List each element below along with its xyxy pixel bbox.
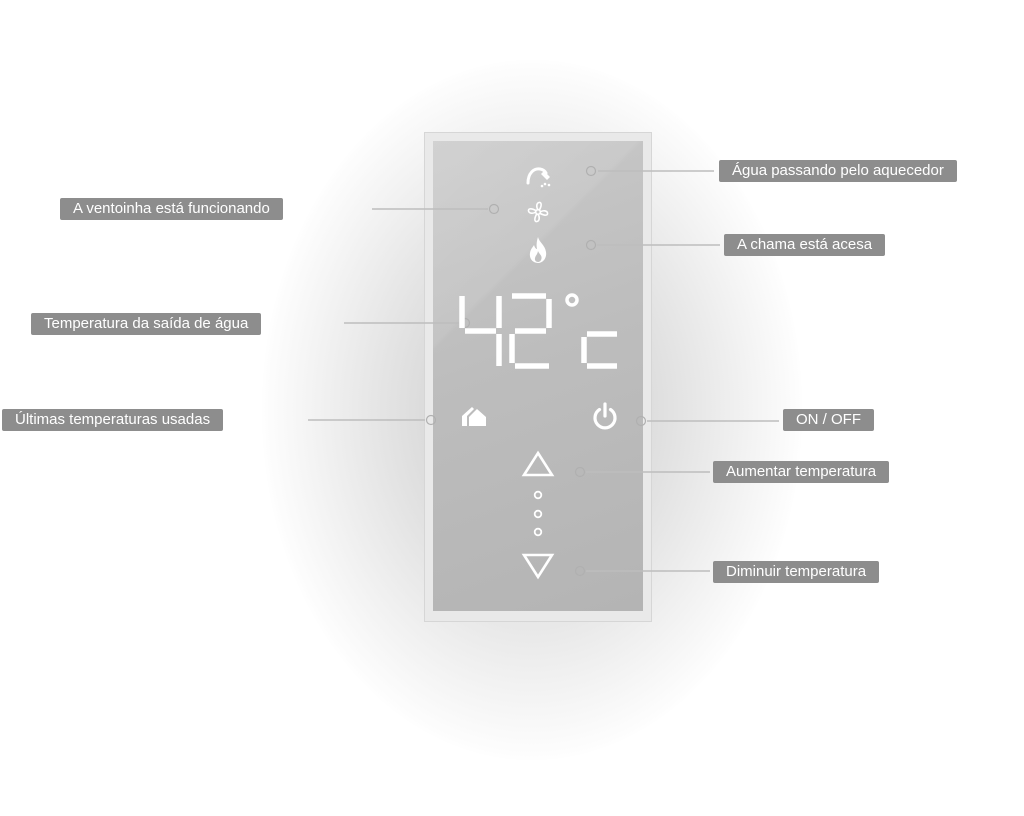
fan-icon bbox=[527, 201, 549, 223]
callout-fan: A ventoinha está funcionando bbox=[60, 198, 283, 220]
callout-last-temperatures: Últimas temperaturas usadas bbox=[2, 409, 224, 431]
callout-decrease: Diminuir temperatura bbox=[713, 561, 880, 583]
callout-on-off: ON / OFF bbox=[783, 409, 874, 431]
shower-icon bbox=[526, 167, 551, 188]
triangle-up-icon[interactable] bbox=[521, 450, 555, 478]
anchor-on-off bbox=[635, 415, 647, 427]
history-icon[interactable] bbox=[460, 404, 488, 428]
callout-water-flow: Água passando pelo aquecedor bbox=[719, 160, 957, 182]
callout-flame: A chama está acesa bbox=[724, 234, 886, 256]
anchor-increase bbox=[574, 466, 586, 478]
panel-glass bbox=[433, 141, 643, 611]
anchor-last-temps bbox=[425, 414, 437, 426]
triangle-down-icon[interactable] bbox=[521, 552, 555, 580]
callout-water-temperature: Temperatura da saída de água bbox=[31, 313, 262, 335]
anchor-flame bbox=[585, 239, 597, 251]
power-icon[interactable] bbox=[591, 401, 619, 431]
temperature-display-digits bbox=[459, 293, 617, 369]
panel-sheen bbox=[433, 141, 643, 611]
flame-icon bbox=[529, 237, 547, 263]
callout-increase: Aumentar temperatura bbox=[713, 461, 890, 483]
anchor-water-flow bbox=[585, 165, 597, 177]
temperature-level-dots bbox=[533, 490, 543, 537]
heater-control-panel bbox=[424, 132, 652, 622]
anchor-fan bbox=[488, 203, 500, 215]
anchor-decrease bbox=[574, 565, 586, 577]
